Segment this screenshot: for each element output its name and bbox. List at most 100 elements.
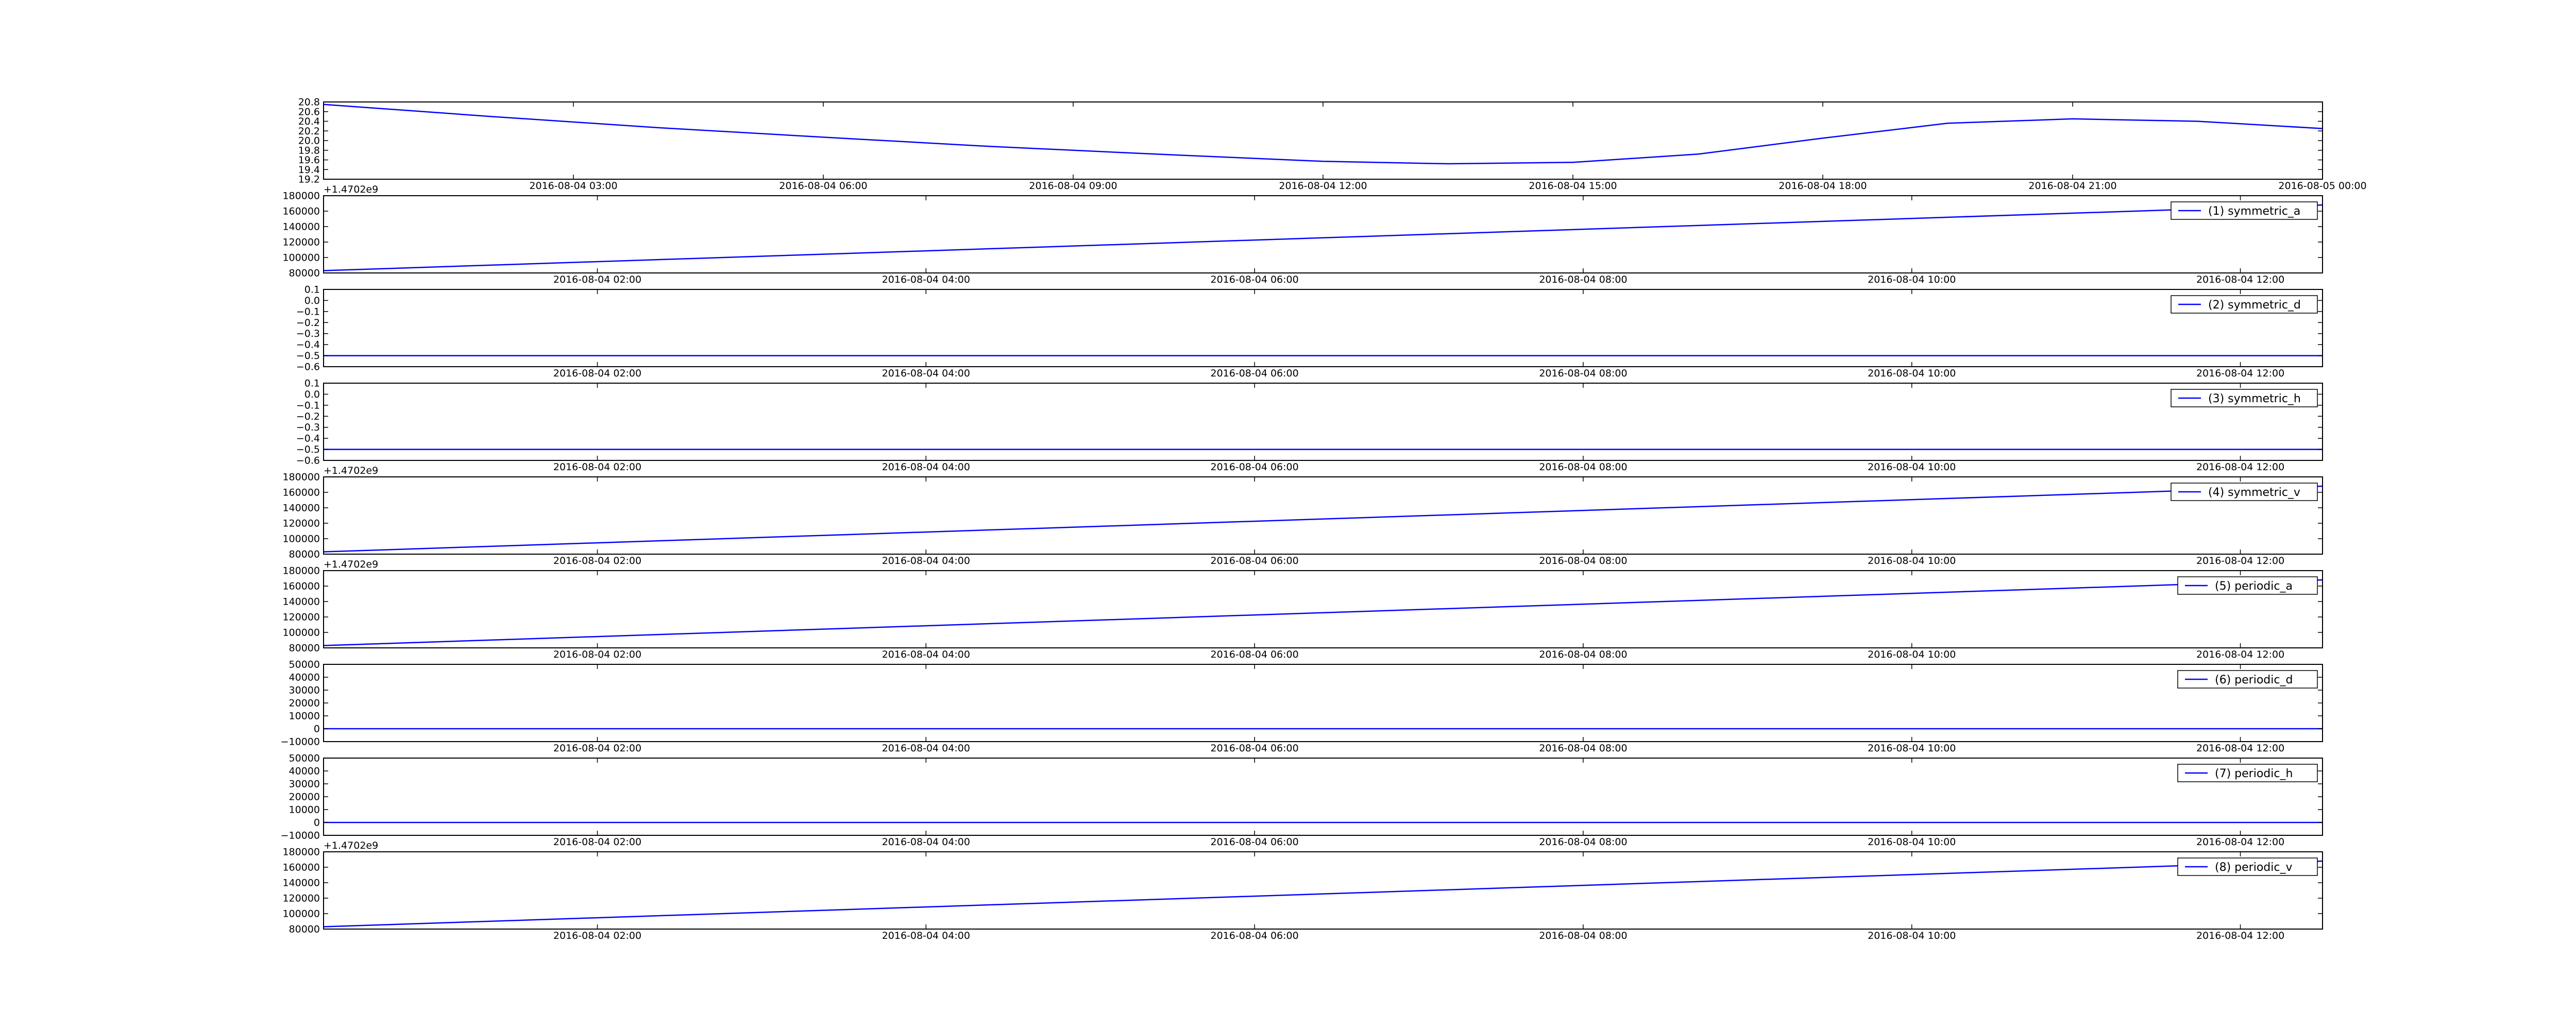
panel-1: 19.219.419.619.820.020.220.420.620.82016…	[298, 97, 2367, 192]
x-tick-label: 2016-08-04 08:00	[1539, 555, 1627, 566]
x-tick-label: 2016-08-04 08:00	[1539, 930, 1627, 941]
y-tick-label: 20000	[289, 698, 320, 709]
y-tick-label: 120000	[282, 237, 320, 248]
axes-frame	[323, 101, 2323, 180]
x-tick-label: 2016-08-04 08:00	[1539, 461, 1627, 473]
y-tick-label: 180000	[282, 565, 320, 577]
y-tick-label: 0.0	[304, 389, 320, 400]
y-tick-label: 50000	[289, 753, 320, 764]
x-tick-label: 2016-08-04 06:00	[779, 180, 867, 192]
axes-frame	[323, 851, 2323, 930]
x-tick-label: 2016-08-04 12:00	[2196, 461, 2284, 473]
x-tick-label: 2016-08-04 02:00	[553, 274, 641, 285]
y-tick-label: −0.2	[296, 411, 320, 422]
y-tick-label: 80000	[289, 268, 320, 279]
x-tick-label: 2016-08-04 12:00	[2196, 649, 2284, 660]
x-tick-label: 2016-08-04 06:00	[1211, 836, 1299, 848]
y-tick-label: 140000	[282, 503, 320, 514]
y-tick-label: 20.2	[298, 126, 320, 137]
offset-label: +1.4702e9	[324, 184, 378, 195]
x-tick-label: 2016-08-04 03:00	[529, 180, 617, 192]
x-tick-label: 2016-08-04 10:00	[1868, 555, 1956, 566]
series-line	[323, 579, 2323, 646]
x-tick-label: 2016-08-04 10:00	[1868, 743, 1956, 754]
x-tick-label: 2016-08-05 00:00	[2278, 180, 2366, 192]
y-tick-label: 0	[314, 817, 320, 829]
y-tick-label: 20.0	[298, 135, 320, 147]
x-tick-label: 2016-08-04 08:00	[1539, 836, 1627, 848]
y-tick-label: 10000	[289, 711, 320, 722]
series-line	[323, 485, 2323, 553]
axes-frame	[323, 664, 2323, 742]
y-tick-label: 40000	[289, 766, 320, 777]
legend-label: (5) periodic_a	[2215, 580, 2293, 593]
y-tick-label: 140000	[282, 221, 320, 233]
y-tick-label: 20.8	[298, 97, 320, 108]
x-tick-label: 2016-08-04 04:00	[882, 368, 970, 379]
y-tick-label: 160000	[282, 862, 320, 873]
legend-label: (1) symmetric_a	[2208, 205, 2300, 218]
y-tick-label: 180000	[282, 847, 320, 858]
y-tick-label: 19.2	[298, 174, 320, 185]
x-tick-label: 2016-08-04 10:00	[1868, 274, 1956, 285]
x-tick-label: 2016-08-04 02:00	[553, 368, 641, 379]
y-tick-label: 0.1	[304, 284, 320, 296]
y-tick-label: 120000	[282, 612, 320, 623]
y-tick-label: 180000	[282, 191, 320, 202]
x-tick-label: 2016-08-04 04:00	[882, 555, 970, 566]
x-tick-label: 2016-08-04 02:00	[553, 555, 641, 566]
x-tick-label: 2016-08-04 04:00	[882, 836, 970, 848]
y-tick-label: −0.6	[296, 455, 320, 467]
y-tick-label: −0.4	[296, 433, 320, 444]
y-tick-label: 0	[314, 724, 320, 735]
y-tick-label: 160000	[282, 581, 320, 592]
y-tick-label: 19.6	[298, 154, 320, 166]
x-tick-label: 2016-08-04 10:00	[1868, 930, 1956, 941]
y-tick-label: 40000	[289, 672, 320, 683]
x-tick-label: 2016-08-04 08:00	[1539, 743, 1627, 754]
x-tick-label: 2016-08-04 21:00	[2028, 180, 2116, 192]
x-tick-label: 2016-08-04 08:00	[1539, 274, 1627, 285]
x-tick-label: 2016-08-04 06:00	[1211, 649, 1299, 660]
x-tick-label: 2016-08-04 12:00	[2196, 555, 2284, 566]
legend-label: (7) periodic_h	[2215, 767, 2293, 780]
y-tick-label: −10000	[281, 830, 320, 842]
y-tick-label: 160000	[282, 487, 320, 499]
x-tick-label: 2016-08-04 04:00	[882, 930, 970, 941]
axes-frame	[323, 570, 2323, 648]
y-tick-label: 20.6	[298, 106, 320, 117]
y-tick-label: 120000	[282, 518, 320, 529]
x-tick-label: 2016-08-04 06:00	[1211, 461, 1299, 473]
x-tick-label: 2016-08-04 10:00	[1868, 461, 1956, 473]
y-tick-label: 10000	[289, 804, 320, 816]
y-tick-label: −10000	[281, 736, 320, 748]
panel-8: −10000010000200003000040000500002016-08-…	[281, 753, 2323, 848]
y-tick-label: −0.1	[296, 306, 320, 317]
y-tick-label: 160000	[282, 206, 320, 217]
x-tick-label: 2016-08-04 02:00	[553, 836, 641, 848]
y-tick-label: −0.5	[296, 444, 320, 455]
y-tick-label: 100000	[282, 252, 320, 264]
axes-frame	[323, 289, 2323, 367]
y-tick-label: 50000	[289, 659, 320, 671]
offset-label: +1.4702e9	[324, 465, 378, 476]
x-tick-label: 2016-08-04 06:00	[1211, 555, 1299, 566]
series-line	[323, 860, 2323, 928]
x-tick-label: 2016-08-04 09:00	[1029, 180, 1117, 192]
panel-9: 800001000001200001400001600001800002016-…	[282, 840, 2323, 941]
legend-label: (2) symmetric_d	[2208, 299, 2301, 312]
y-tick-label: 140000	[282, 596, 320, 608]
x-tick-label: 2016-08-04 02:00	[553, 930, 641, 941]
x-tick-label: 2016-08-04 06:00	[1211, 930, 1299, 941]
y-tick-label: 140000	[282, 878, 320, 889]
y-tick-label: 0.1	[304, 378, 320, 389]
offset-label: +1.4702e9	[324, 559, 378, 570]
x-tick-label: 2016-08-04 02:00	[553, 649, 641, 660]
x-tick-label: 2016-08-04 06:00	[1211, 274, 1299, 285]
y-tick-label: 80000	[289, 924, 320, 935]
series-line	[323, 204, 2323, 271]
x-tick-label: 2016-08-04 12:00	[2196, 368, 2284, 379]
y-tick-label: −0.5	[296, 350, 320, 362]
y-tick-label: −0.2	[296, 317, 320, 329]
